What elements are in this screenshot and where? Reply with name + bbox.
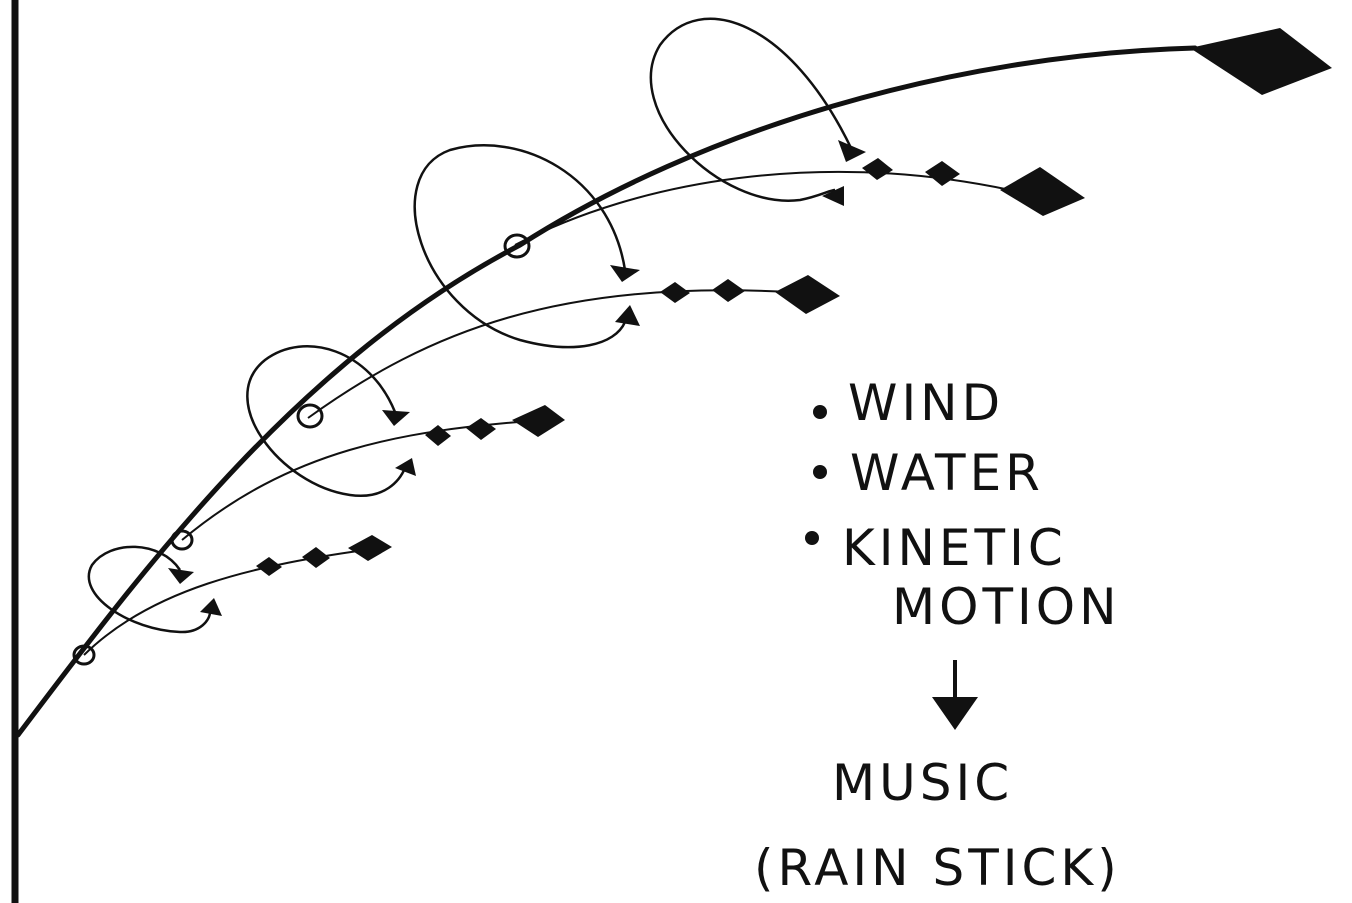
branch-3-tip-leaf	[775, 275, 840, 314]
result-music: MUSIC	[832, 754, 1013, 812]
branch-1-tip-leaf	[348, 535, 392, 561]
list-item-kinetic: KINETIC	[842, 519, 1067, 577]
branch-2-swirl	[247, 346, 405, 496]
branch-4-tip-leaf	[1000, 167, 1085, 216]
branch-3-swirl-arrow-b	[615, 305, 640, 326]
branch-4-swirl-arrow-a	[838, 140, 866, 162]
branch-2-stem	[182, 420, 545, 540]
branch-3-leaf-2	[712, 279, 745, 302]
branch-1-leaf-1	[256, 557, 282, 576]
bullet-dot	[805, 531, 819, 545]
branch-4-leaf-2	[925, 161, 960, 186]
branch-3-leaf-1	[660, 282, 690, 303]
bullet-dot	[813, 405, 827, 419]
branch-4-leaf-1	[862, 158, 893, 180]
list-item-motion: MOTION	[892, 578, 1121, 636]
result-rain-stick: (RAIN STICK)	[754, 839, 1121, 897]
branch-2-swirl-arrow-a	[382, 410, 410, 426]
branch-1-swirl-arrow-a	[168, 568, 194, 584]
branch-1-leaf-2	[302, 547, 330, 568]
branch-3-swirl-arrow-a	[610, 265, 640, 282]
bullet-list: WIND WATER KINETIC MOTION	[805, 374, 1121, 636]
branch-2-tip-leaf	[512, 405, 565, 437]
branch-2-leaf-1	[425, 425, 451, 446]
list-item-wind: WIND	[848, 374, 1004, 432]
stalk-nodes	[74, 235, 529, 664]
branch-4-swirl-arrow-b	[822, 186, 844, 206]
branch-1-stem	[84, 548, 380, 655]
branch-2-leaf-2	[466, 418, 496, 440]
down-arrow-icon	[932, 660, 978, 730]
main-tip-leaf	[1190, 28, 1332, 95]
bullet-dot	[813, 465, 827, 479]
branch-1-swirl-arrow-b	[200, 598, 222, 616]
list-item-water: WATER	[850, 444, 1044, 502]
branch-4-stem	[515, 172, 1010, 245]
branch-2-swirl-arrow-b	[395, 458, 416, 476]
branch-3-stem	[308, 290, 790, 418]
